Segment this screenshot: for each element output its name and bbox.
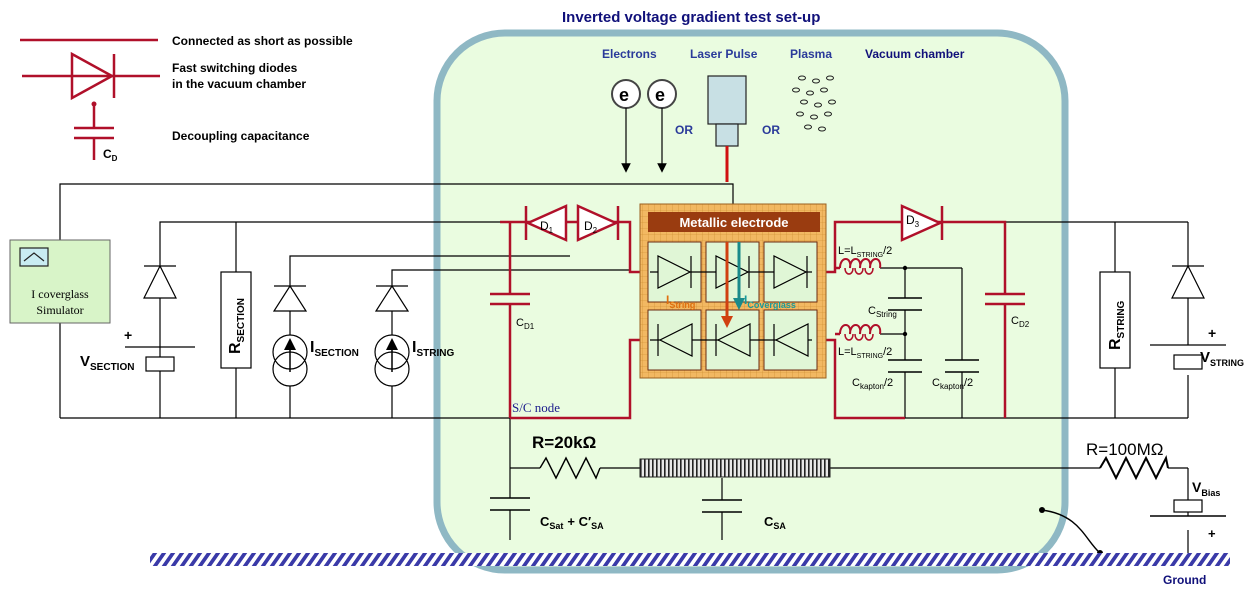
- capacitor-cd1: [490, 292, 530, 306]
- diode-d1: [524, 204, 568, 242]
- i-section-label: ISECTION: [310, 339, 359, 359]
- svg-text:I coverglass: I coverglass: [31, 287, 89, 301]
- svg-text:+: +: [1208, 325, 1216, 341]
- chamber-ground-wire: [1041, 509, 1101, 554]
- legend-short-text: Connected as short as possible: [172, 34, 353, 48]
- r-string-resistor: [1099, 271, 1131, 369]
- r-section-resistor: [220, 271, 252, 369]
- d2-label: D2: [584, 219, 598, 235]
- legend-cd-label: CD: [103, 147, 118, 163]
- capacitor-c-kapton-1: [888, 359, 922, 373]
- resistor-100m: [1099, 454, 1169, 481]
- r-20k-label: R=20kΩ: [532, 433, 596, 452]
- v-string-source: +: [1150, 264, 1226, 370]
- legend-decoupling-text: Decoupling capacitance: [172, 129, 310, 143]
- capacitor-c-sat: [490, 497, 530, 511]
- d3-label: D3: [906, 213, 920, 229]
- v-section-label: VSECTION: [80, 353, 134, 373]
- plasma-label: Plasma: [790, 47, 832, 61]
- resistor-20k: [539, 456, 601, 480]
- inductor-top: [839, 258, 882, 275]
- or-label-2: OR: [762, 123, 780, 137]
- svg-text:Simulator: Simulator: [36, 303, 83, 317]
- electrons-label: Electrons: [602, 47, 657, 61]
- r-section-label: RSECTION: [227, 298, 247, 354]
- sc-node-label: S/C node: [512, 400, 560, 415]
- svg-text:+: +: [1208, 526, 1216, 541]
- ground-label: Ground: [1163, 573, 1206, 587]
- ground-plane: [150, 553, 1230, 566]
- diode-d3: [900, 204, 944, 242]
- r-string-label: RSTRING: [1107, 300, 1127, 350]
- electrode-label: Metallic electrode: [679, 215, 788, 230]
- i-section-source: [272, 284, 308, 387]
- electron-source-2: e: [647, 79, 677, 173]
- solar-array-resistance-bar: [639, 458, 831, 478]
- cd1-label: CD1: [516, 317, 535, 331]
- laser-pulse-label: Laser Pulse: [690, 47, 758, 61]
- l-bottom-label: L=LSTRING/2: [838, 346, 892, 360]
- i-string-arrow-label: IString: [666, 293, 695, 310]
- legend-diodes-text-2: in the vacuum chamber: [172, 77, 306, 91]
- coverglass-simulator: I coverglass Simulator: [9, 239, 111, 324]
- c-sat-label: CSat+ C′SA: [540, 514, 604, 531]
- svg-text:+: +: [124, 327, 132, 343]
- capacitor-c-string: [888, 297, 922, 311]
- d1-label: D1: [540, 219, 554, 235]
- v-string-label: VSTRING: [1200, 349, 1244, 368]
- svg-text:e: e: [655, 85, 665, 105]
- legend: Connected as short as possible Fast swit…: [20, 34, 353, 163]
- cd2-label: CD2: [1011, 315, 1030, 329]
- solar-array: Metallic electrode: [639, 203, 827, 379]
- r-100m-label: R=100MΩ: [1086, 440, 1163, 459]
- electron-source-1: e: [611, 79, 641, 173]
- diode-d2: [576, 204, 620, 242]
- v-bias-label: VBias: [1192, 479, 1220, 498]
- plasma-icon: [792, 75, 836, 132]
- capacitor-cd2: [985, 292, 1025, 306]
- legend-capacitor-icon: [74, 101, 114, 160]
- legend-diodes-text-1: Fast switching diodes: [172, 61, 298, 75]
- inductor-bottom: [839, 324, 882, 341]
- diagram-title: Inverted voltage gradient test set-up: [562, 9, 820, 26]
- capacitor-c-kapton-2: [945, 359, 979, 373]
- svg-text:e: e: [619, 85, 629, 105]
- v-bias-source: +: [1150, 499, 1226, 541]
- legend-diode-icon: [22, 51, 160, 101]
- i-string-label: ISTRING: [412, 339, 454, 359]
- c-kapton-1-label: Ckapton/2: [852, 377, 893, 391]
- v-section-source: +: [124, 264, 195, 372]
- laser-device: [707, 75, 747, 182]
- c-sa-label: CSA: [764, 514, 786, 531]
- wiring: [59, 183, 1189, 553]
- capacitor-c-sa: [702, 499, 742, 513]
- i-coverglass-arrow-label: ICoverglass: [744, 293, 796, 310]
- c-string-label: CString: [868, 305, 897, 319]
- vacuum-chamber-label: Vacuum chamber: [865, 47, 965, 61]
- c-kapton-2-label: Ckapton/2: [932, 377, 973, 391]
- l-top-label: L=LSTRING/2: [838, 245, 892, 259]
- i-string-source: [374, 284, 410, 387]
- or-label-1: OR: [675, 123, 693, 137]
